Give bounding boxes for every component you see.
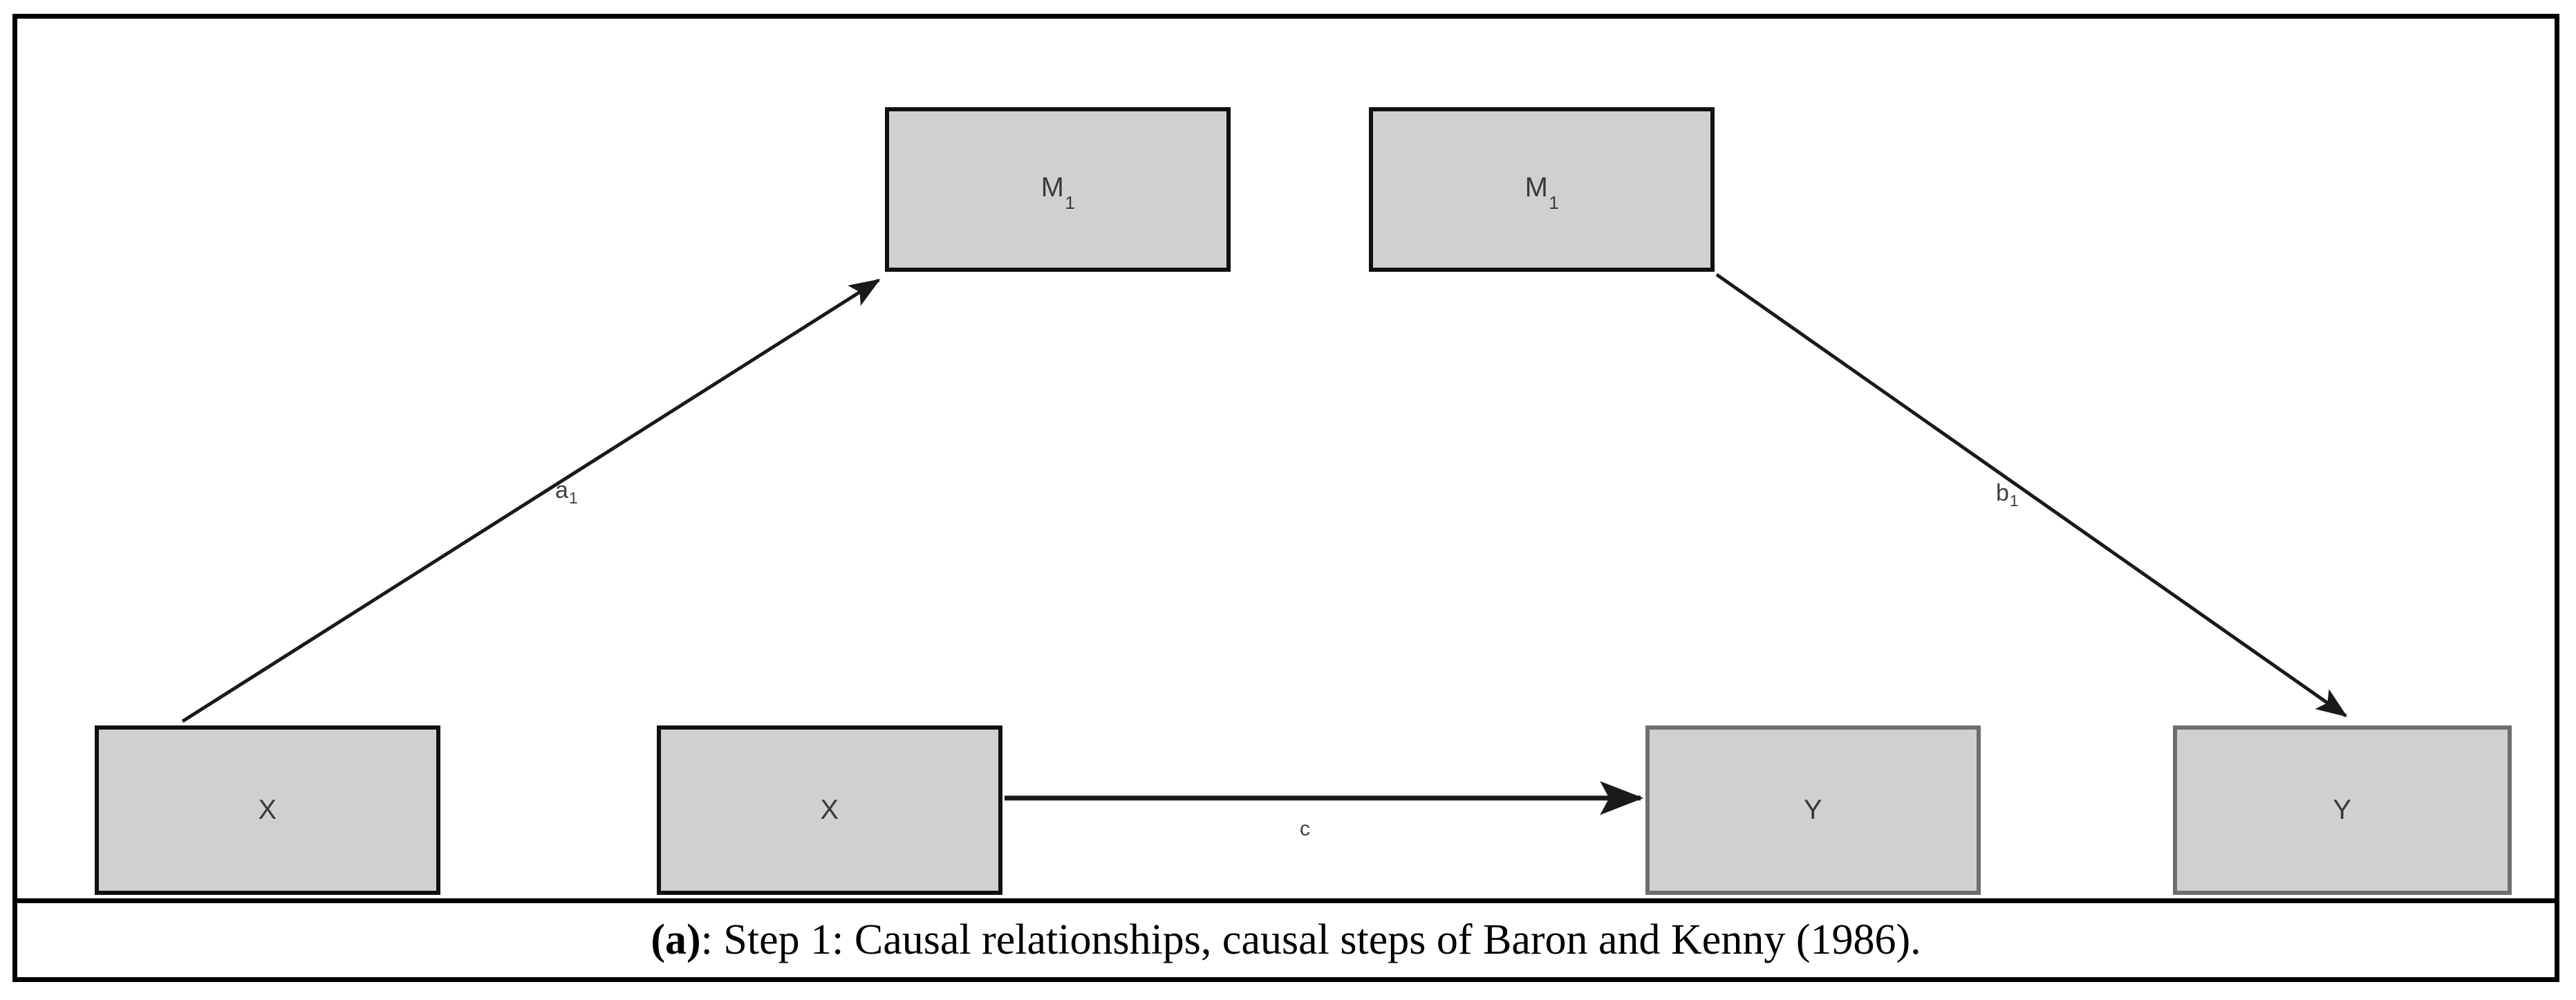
- node-x-mid[interactable]: X: [657, 725, 1002, 895]
- caption-band: (a): Step 1: Causal relationships, causa…: [17, 903, 2555, 977]
- node-y-mid-label: Y: [1803, 795, 1823, 825]
- edge-label-c: c: [1300, 817, 1310, 840]
- caption-rest: : Step 1: Causal relationships, causal s…: [700, 916, 1921, 963]
- edge-a1-line: [181, 278, 881, 723]
- caption-separator: [17, 898, 2555, 903]
- node-m1-right[interactable]: M1: [1369, 107, 1715, 272]
- node-y-right-label: Y: [2333, 795, 2352, 825]
- edge-b1-line: [1715, 272, 2348, 718]
- edge-label-a1: a1: [555, 477, 578, 507]
- node-m1-left-label: M1: [1040, 172, 1076, 213]
- edge-label-b1: b1: [1996, 480, 2019, 510]
- node-m1-left[interactable]: M1: [885, 107, 1231, 272]
- figure-caption: (a): Step 1: Causal relationships, causa…: [651, 916, 1921, 965]
- node-m1-right-label: M1: [1524, 172, 1560, 213]
- edge-layer: [181, 272, 2348, 815]
- diagram-canvas: M1 M1 X X Y Y a1 b1 c: [17, 19, 2555, 898]
- node-x-left-label: X: [258, 795, 277, 825]
- node-x-mid-label: X: [820, 795, 839, 825]
- node-y-mid[interactable]: Y: [1645, 725, 1981, 895]
- node-x-left[interactable]: X: [95, 725, 440, 895]
- caption-lead: (a): [651, 916, 701, 963]
- node-y-right[interactable]: Y: [2173, 725, 2512, 895]
- figure-frame: M1 M1 X X Y Y a1 b1 c (a): S: [12, 14, 2559, 982]
